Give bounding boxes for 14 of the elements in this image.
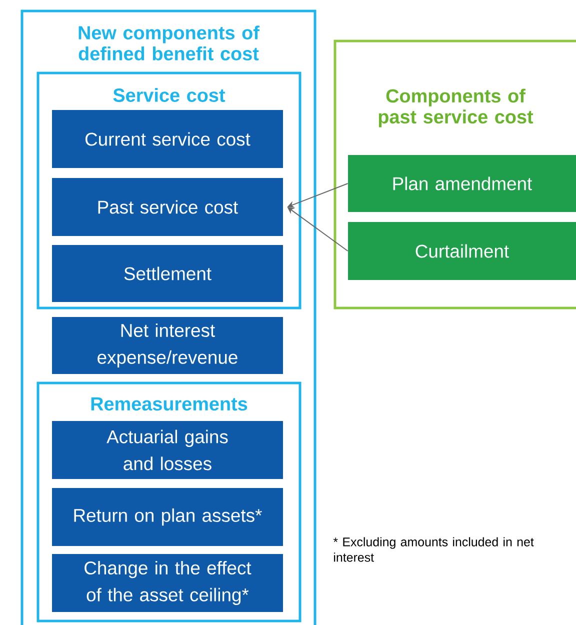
process-box: Plan amendment [348, 155, 576, 212]
process-box: Actuarial gains and losses [52, 421, 283, 479]
group-heading: Components of past service cost [378, 88, 534, 128]
process-box: Current service cost [52, 110, 283, 168]
group-heading: Service cost [113, 88, 226, 102]
process-box: Settlement [52, 245, 283, 302]
group-heading: New components of defined benefit cost [78, 26, 260, 60]
process-box: Past service cost [52, 178, 283, 236]
group-heading: Remeasurements [91, 397, 248, 411]
process-box: Curtailment [348, 222, 576, 280]
process-box: Net interest expense/revenue [52, 317, 283, 374]
footnote: * Excluding amounts included in net interest [333, 537, 534, 562]
process-box: Change in the effect of the asset ceiling* [52, 554, 283, 612]
process-box: Return on plan assets* [52, 488, 283, 546]
